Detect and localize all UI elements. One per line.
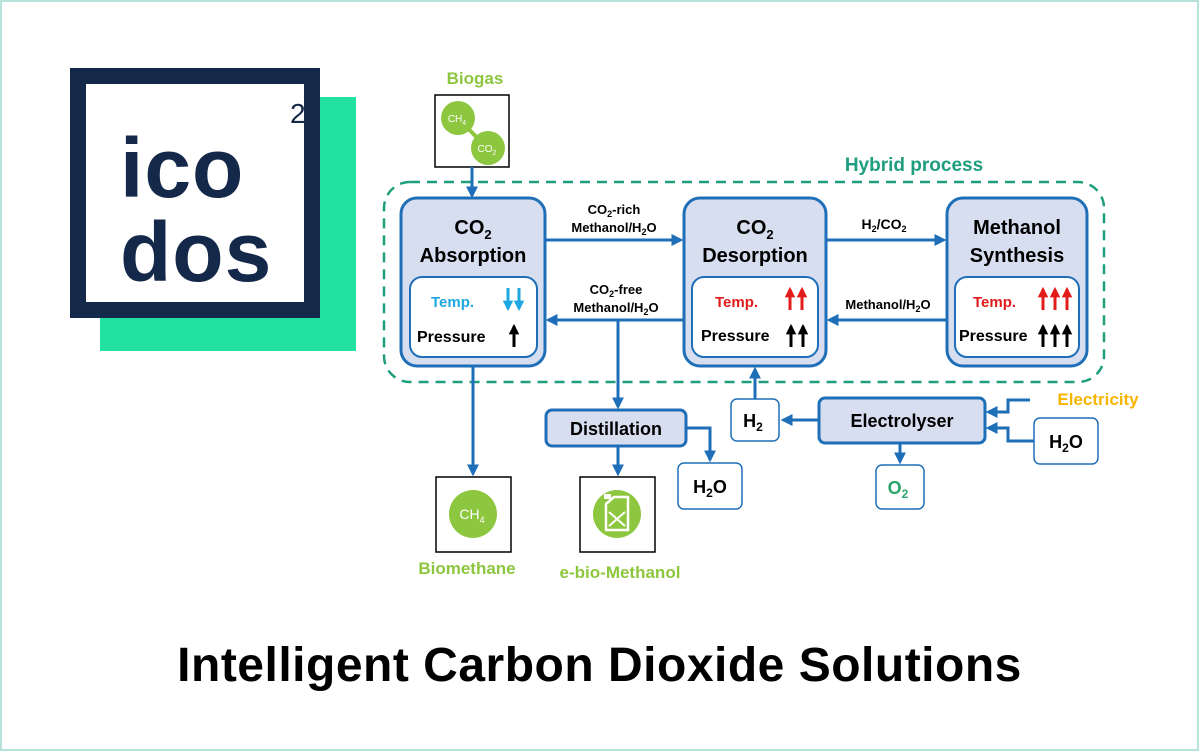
methanol-recycle-label: Methanol/H2O — [845, 297, 930, 314]
hybrid-process-boundary — [382, 180, 1106, 384]
svg-text:Methanol: Methanol — [973, 217, 1061, 239]
svg-text:H2O: H2O — [693, 477, 727, 500]
svg-text:Absorption: Absorption — [420, 245, 527, 267]
desorption-unit: CO2 Desorption Temp. Pressure — [682, 196, 828, 368]
water-input-box: H2O — [1033, 417, 1099, 465]
electricity-label: Electricity — [1057, 390, 1139, 409]
logo: 2 ico dos — [70, 68, 320, 318]
svg-text:Pressure: Pressure — [417, 329, 486, 346]
absorption-unit: CO2 Absorption Temp. Pressure — [399, 196, 547, 368]
logo-superscript: 2 — [290, 98, 306, 129]
logo-line-2: dos — [120, 205, 273, 299]
tagline: Intelligent Carbon Dioxide Solutions — [177, 639, 1022, 692]
co2-rich-label: CO2-rich — [588, 202, 641, 219]
hybrid-process-label: Hybrid process — [845, 155, 983, 176]
biogas-icon: CH4 CO2 — [434, 94, 510, 168]
svg-text:CO2: CO2 — [478, 144, 497, 157]
biomethane-icon: CH4 — [435, 476, 512, 553]
co2-rich-label-line2: Methanol/H2O — [571, 220, 656, 237]
distillation-unit: Distillation — [544, 408, 688, 448]
svg-text:Desorption: Desorption — [702, 245, 808, 267]
svg-text:Electrolyser: Electrolyser — [850, 411, 953, 431]
svg-text:Temp.: Temp. — [715, 294, 758, 311]
svg-text:CH4: CH4 — [448, 114, 466, 127]
logo-line-1: ico — [120, 121, 245, 215]
biomethane-label: Biomethane — [418, 559, 515, 578]
svg-text:Temp.: Temp. — [973, 294, 1016, 311]
svg-text:Temp.: Temp. — [431, 294, 474, 311]
svg-text:Pressure: Pressure — [959, 328, 1028, 345]
h2-co2-label: H2/CO2 — [861, 216, 906, 234]
oxygen-output-box: O2 — [875, 464, 925, 510]
co2-free-label: CO2-free — [590, 282, 643, 299]
svg-text:Distillation: Distillation — [570, 419, 662, 439]
svg-text:H2O: H2O — [1049, 432, 1083, 455]
svg-text:Synthesis: Synthesis — [970, 245, 1064, 267]
svg-text:CH4: CH4 — [459, 506, 484, 525]
hydrogen-box: H2 — [730, 398, 780, 442]
svg-text:Pressure: Pressure — [701, 328, 770, 345]
water-input-arrow — [985, 422, 1034, 443]
biogas-label: Biogas — [447, 69, 504, 88]
electrolyser-unit: Electrolyser — [817, 396, 987, 445]
distillation-water-arrow — [686, 426, 716, 463]
electricity-input-arrow — [985, 398, 1030, 418]
svg-text:CO2: CO2 — [454, 217, 491, 242]
distillation-water-output: H2O — [677, 462, 743, 510]
ebio-methanol-icon — [579, 476, 656, 553]
svg-text:O2: O2 — [888, 478, 909, 501]
synthesis-unit: Methanol Synthesis Temp. Pressure — [945, 196, 1089, 368]
ebio-methanol-label: e-bio-Methanol — [560, 563, 681, 582]
co2-free-label-line2: Methanol/H2O — [573, 300, 658, 317]
svg-text:H2: H2 — [743, 411, 763, 434]
svg-text:CO2: CO2 — [736, 217, 773, 242]
